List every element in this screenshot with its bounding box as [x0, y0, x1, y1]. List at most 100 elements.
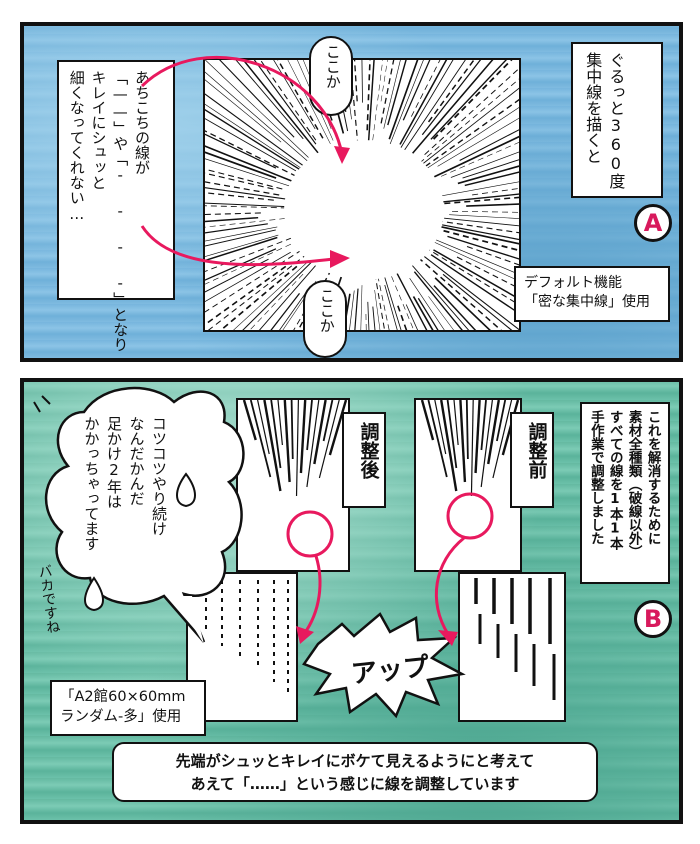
focus-line — [424, 256, 519, 330]
focus-line — [424, 246, 519, 306]
focus-line — [380, 60, 388, 102]
focus-line — [205, 192, 274, 201]
focus-line — [205, 218, 286, 228]
cloud-bubble-text-wrap: コツコツやり続け なんだかんだ 足かけ2年は かかっちゃってます — [80, 416, 220, 592]
focus-line — [273, 60, 316, 130]
focus-line — [258, 261, 320, 330]
focus-line — [416, 98, 519, 173]
focus-line — [205, 205, 287, 209]
speech-bubble-left: あちこちの線が 「——」や「- - - -」となり キレイにシュッと 細くなって… — [57, 60, 175, 352]
focus-line — [456, 256, 519, 289]
focus-line — [354, 288, 359, 330]
converging-stroke — [453, 400, 459, 446]
focus-line — [361, 60, 363, 103]
focus-line — [409, 278, 445, 330]
focus-line — [427, 218, 519, 234]
focus-line — [349, 290, 355, 330]
converging-stroke — [290, 400, 294, 460]
focus-line — [388, 60, 419, 140]
focus-line — [205, 133, 277, 169]
focus-line — [371, 60, 384, 151]
focus-line — [433, 285, 477, 330]
before-lines-zoom-svg — [474, 578, 556, 700]
panel-b-label: B — [634, 600, 672, 638]
focus-line — [452, 210, 519, 213]
focus-line — [457, 165, 519, 185]
focus-line — [421, 60, 482, 136]
focus-line — [367, 60, 375, 150]
note-top-right-text: ぐるっと360度 集中線を描くと — [583, 52, 626, 189]
focus-line — [270, 292, 301, 330]
focus-line — [383, 60, 401, 129]
focus-line — [450, 151, 519, 178]
focus-line — [205, 258, 269, 293]
focus-line — [430, 254, 519, 315]
converging-stroke — [480, 400, 487, 451]
default-feature-note: デフォルト機能 「密な集中線」使用 — [514, 266, 670, 322]
converging-stroke — [459, 400, 467, 483]
focus-line — [410, 60, 441, 117]
focus-line — [360, 285, 363, 330]
converging-stroke — [242, 400, 257, 441]
focus-line — [207, 253, 309, 330]
before-lines-top — [414, 398, 522, 572]
sfx-up: アップ — [349, 651, 431, 690]
panel-a: あちこちの線が 「——」や「- - - -」となり キレイにシュッと 細くなって… — [20, 22, 683, 362]
focus-line — [387, 267, 415, 330]
converging-stroke — [480, 400, 493, 488]
focus-line — [249, 273, 304, 330]
focus-line — [437, 117, 519, 167]
converging-stroke — [420, 400, 435, 441]
focus-line — [349, 60, 359, 146]
focus-line — [384, 284, 398, 330]
focus-line — [387, 60, 407, 126]
converging-stroke — [487, 400, 500, 465]
focus-line — [412, 296, 434, 330]
label-before: 調整前 — [525, 422, 548, 479]
focus-line — [205, 234, 279, 257]
focus-line — [279, 285, 311, 330]
focus-line — [233, 251, 320, 330]
converging-stroke — [295, 400, 299, 497]
focus-line — [472, 188, 519, 196]
focus-center-blank — [284, 140, 444, 280]
focus-line — [403, 255, 470, 330]
focus-line — [205, 216, 259, 223]
focus-line — [413, 271, 463, 330]
converging-stroke — [249, 400, 272, 478]
focus-line — [205, 249, 303, 313]
focus-line — [205, 202, 287, 208]
converging-stroke — [277, 400, 283, 446]
before-lines-zoom — [458, 572, 566, 722]
focus-line — [434, 241, 519, 282]
converging-stroke — [299, 400, 307, 474]
cloud-bubble-text: コツコツやり続け なんだかんだ 足かけ2年は かかっちゃってます — [82, 416, 169, 551]
material-note: 「A2館60×60mm ランダム-多」使用 — [50, 680, 206, 736]
focus-line — [405, 304, 419, 330]
converging-stroke — [318, 400, 340, 479]
before-lines-top-svg — [420, 400, 520, 497]
focus-line — [205, 212, 261, 216]
focus-line — [205, 181, 280, 196]
converging-stroke — [496, 400, 507, 442]
focus-line — [205, 158, 303, 191]
focus-line — [424, 222, 519, 245]
focus-line — [462, 159, 519, 179]
panel-a-label: A — [634, 204, 672, 242]
converging-stroke — [313, 400, 327, 465]
focus-line — [424, 135, 519, 182]
converging-stroke — [257, 400, 270, 455]
label-after-box: 調整後 — [342, 412, 386, 508]
small-bubble-top: ここか — [309, 36, 353, 116]
narration-right: これを解消するために 素材全種類（破線以外） すべての線を1本1本 手作業で調整… — [580, 402, 670, 584]
sfx-side: バカですね — [36, 563, 64, 664]
focus-line — [444, 217, 519, 227]
focus-line — [367, 301, 370, 330]
focus-line — [205, 251, 291, 303]
default-feature-note-text: デフォルト機能 「密な集中線」使用 — [524, 275, 650, 310]
converging-stroke — [328, 400, 348, 456]
sfx-side-text: バカですね — [35, 563, 62, 635]
focus-line — [366, 60, 371, 131]
focus-line — [402, 60, 431, 121]
converging-stroke — [446, 400, 458, 469]
